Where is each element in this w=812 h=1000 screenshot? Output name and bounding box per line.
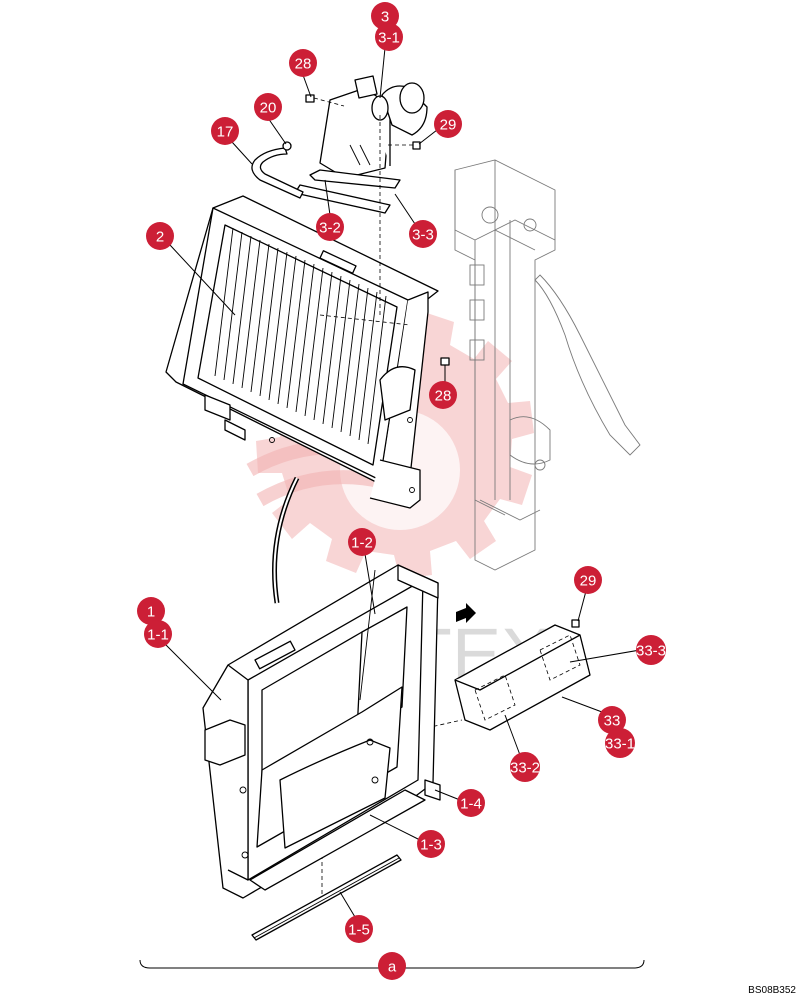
- callout-label: 29: [580, 573, 597, 590]
- callout-3: 3: [371, 2, 399, 30]
- callout-label: 29: [440, 117, 457, 134]
- callout-circle: [605, 728, 635, 758]
- callout-circle: [574, 566, 602, 594]
- callout-label: 1-2: [351, 535, 373, 552]
- assembly-arrow: [272, 476, 300, 604]
- callout-3-3: 3-3: [409, 220, 437, 248]
- direction-arrow: [456, 603, 476, 623]
- callout-circle: [510, 752, 540, 782]
- oil-cooler-core: [165, 195, 439, 509]
- callout-label: 33-1: [605, 736, 635, 753]
- callout-label: 17: [217, 124, 234, 141]
- callout-1-4: 1-4: [457, 789, 485, 817]
- callout-circle: [409, 220, 437, 248]
- callout-circle: [457, 789, 485, 817]
- alignment-line-2: [319, 314, 411, 326]
- callout-label: 2: [156, 229, 164, 246]
- callout-label: 1-5: [348, 922, 370, 939]
- hose-line: [251, 141, 304, 199]
- callout-33: 33: [598, 706, 626, 734]
- callout-circle: [289, 49, 317, 77]
- callout-circle: [137, 597, 165, 625]
- cooler-fins: [214, 227, 387, 445]
- callout-label: 28: [435, 388, 452, 405]
- callout-label: 1-1: [147, 627, 169, 644]
- callout-circle: [254, 93, 282, 121]
- callout-a: a: [378, 952, 406, 980]
- callout-circle: [144, 620, 172, 648]
- callout-1-2: 1-2: [348, 528, 376, 556]
- callout-circle: [598, 706, 626, 734]
- bolt-29-upper: [388, 141, 421, 150]
- callout-circle: [345, 915, 373, 943]
- callout-1-1: 1-1: [144, 620, 172, 648]
- bolt-29-lower: [571, 619, 580, 628]
- callout-label: 20: [260, 100, 277, 117]
- callout-1-3: 1-3: [417, 830, 445, 858]
- callout-label: 28: [295, 56, 312, 73]
- callout-1-5: 1-5: [345, 915, 373, 943]
- cooler-tank: [294, 75, 428, 214]
- callout-circle: [378, 952, 406, 980]
- reference-code: BS08B352: [748, 985, 796, 996]
- callout-circle: [211, 117, 239, 145]
- callout-20: 20: [254, 93, 282, 121]
- callout-1: 1: [137, 597, 165, 625]
- callout-33-3: 33-3: [636, 635, 666, 665]
- callout-label: 1-3: [420, 837, 442, 854]
- frame-structure-ghost: [454, 159, 641, 571]
- callout-17: 17: [211, 117, 239, 145]
- callout-3-2: 3-2: [316, 213, 344, 241]
- callout-label: 3-3: [412, 227, 434, 244]
- callout-circle: [146, 222, 174, 250]
- callout-label: 33-3: [636, 643, 666, 660]
- shroud-frame: [202, 564, 441, 899]
- callout-label: 1: [147, 604, 155, 621]
- callout-label: 3: [381, 9, 389, 26]
- callout-circle: [429, 381, 457, 409]
- callout-33-2: 33-2: [510, 752, 540, 782]
- callout-circle: [417, 830, 445, 858]
- callout-33-1: 33-1: [605, 728, 635, 758]
- callout-label: 3-1: [378, 30, 400, 47]
- callout-28: 28: [429, 381, 457, 409]
- callout-29: 29: [574, 566, 602, 594]
- callout-28: 28: [289, 49, 317, 77]
- callout-circle: [348, 528, 376, 556]
- callout-label: 3-2: [319, 220, 341, 237]
- callout-label: a: [388, 959, 397, 976]
- bolt-28-lower: [440, 357, 450, 366]
- callout-3-1: 3-1: [375, 23, 403, 51]
- callout-circle: [371, 2, 399, 30]
- cover-plate: [454, 624, 591, 731]
- callout-circle: [316, 213, 344, 241]
- leader-lines: [165, 47, 641, 918]
- callout-2: 2: [146, 222, 174, 250]
- seal-strip: [251, 854, 402, 941]
- callout-29: 29: [434, 110, 462, 138]
- callout-label: 33-2: [510, 760, 540, 777]
- callout-circle: [636, 635, 666, 665]
- callout-label: 33: [604, 713, 621, 730]
- callout-circle: [434, 110, 462, 138]
- callout-label: 1-4: [460, 796, 482, 813]
- callout-circle: [375, 23, 403, 51]
